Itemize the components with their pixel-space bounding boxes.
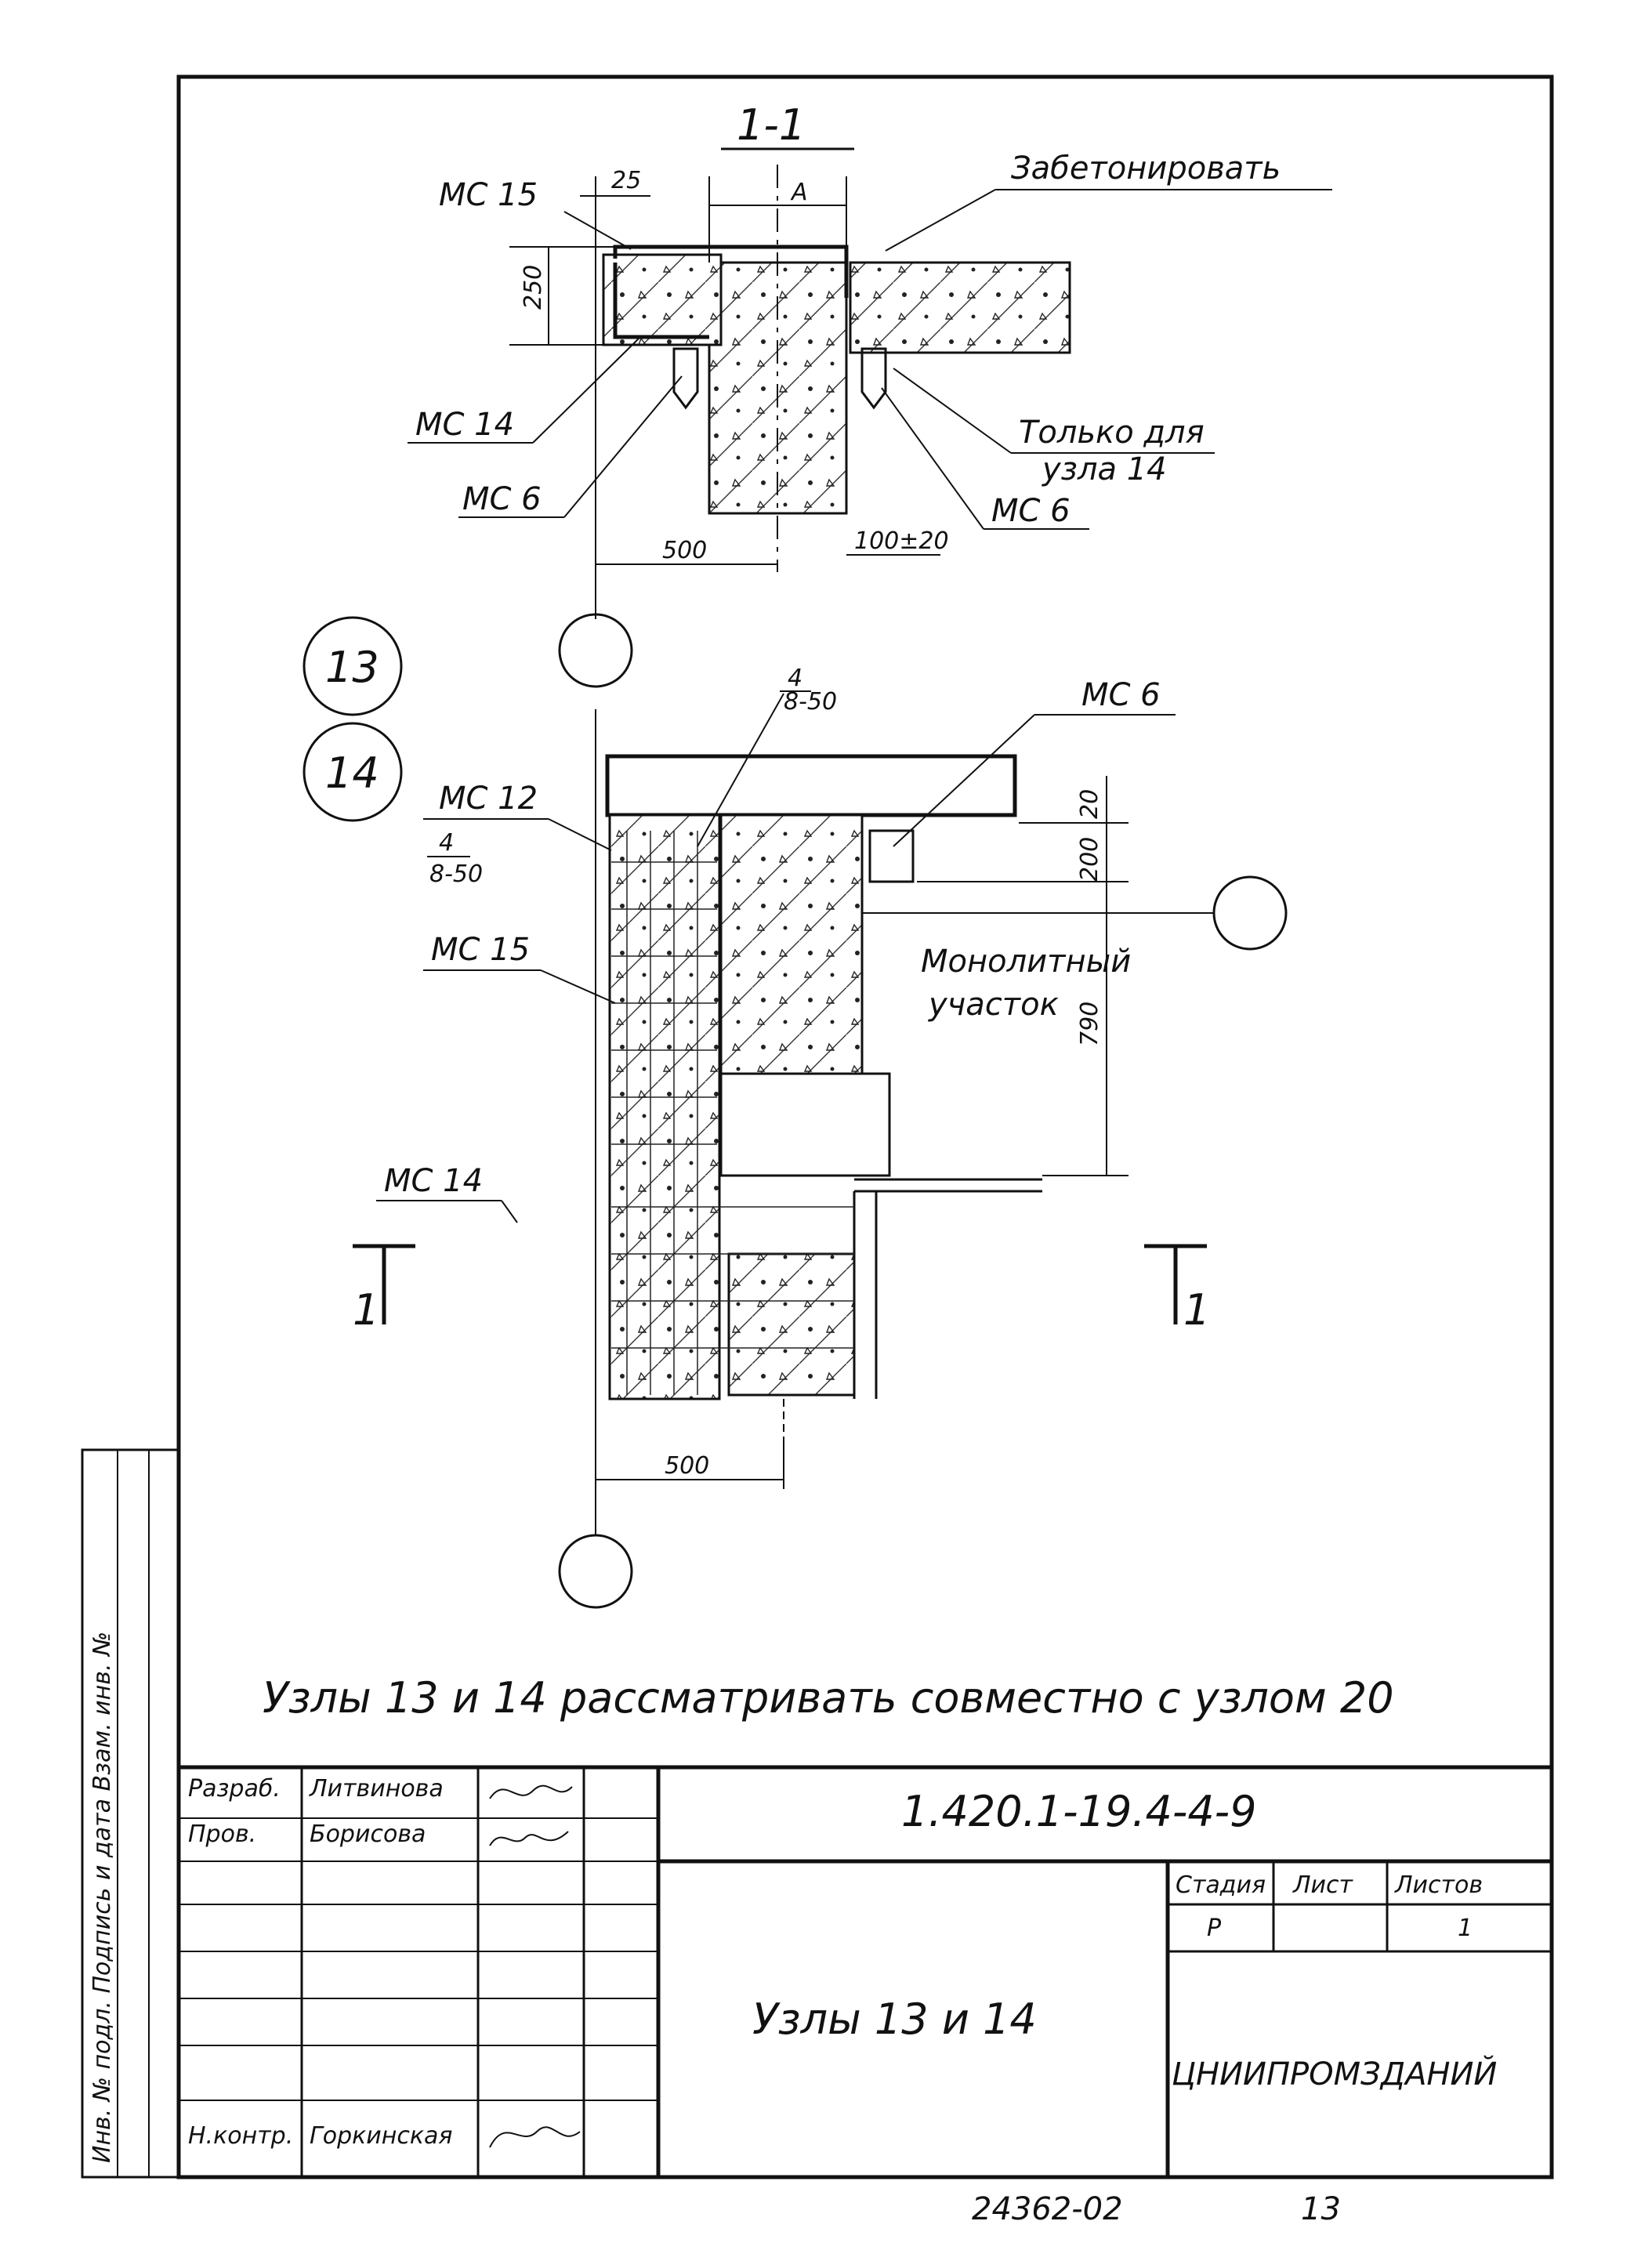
tb-role-3: Н.контр. — [188, 2122, 293, 2150]
label-only-for-line1: Только для — [1019, 415, 1205, 451]
dim-200: 200 — [1076, 837, 1103, 882]
signature-1 — [489, 1784, 573, 1799]
label-ms14-section: МС 14 — [415, 407, 514, 443]
axis-bubble-plan-right — [1212, 875, 1288, 951]
ms6-left-plate — [672, 347, 699, 410]
plan-view: 4 8-50 МС 6 МС 12 4 8-50 МС 15 20 200 Мо… — [353, 665, 1288, 1609]
footer-code: 24362-02 — [972, 2191, 1123, 2227]
tb-name-1: Литвинова — [309, 1775, 444, 1803]
axis-bubble-section — [558, 613, 633, 688]
label-rebar-top-sub: 8-50 — [784, 688, 837, 716]
dim-250: 250 — [520, 265, 547, 310]
section-title: 1-1 — [737, 100, 806, 150]
leader-ms6-left — [563, 375, 683, 518]
dim-100: 100±20 — [854, 527, 949, 555]
signature-3 — [489, 2126, 581, 2148]
rebar-grid — [611, 831, 854, 1395]
side-stamp: Инв. № подл. Подпись и дата Взам. инв. № — [81, 1448, 180, 2179]
leader-concrete — [885, 189, 996, 252]
label-rebar-left-sub: 8-50 — [429, 861, 483, 888]
section-view: 1-1 МС 15 25 250 А Забетонировать МС 14 — [408, 100, 1332, 688]
tb-sheet-header: Лист — [1292, 1871, 1354, 1899]
tb-stage-header: Стадия — [1176, 1871, 1266, 1899]
dim-a: А — [790, 179, 808, 206]
label-concrete-note: Забетонировать — [1011, 150, 1281, 187]
axis-bubble-plan-bottom — [558, 1534, 633, 1609]
footer-page: 13 — [1301, 2191, 1341, 2227]
monolith-zone-box — [719, 1072, 891, 1177]
node-marker-14 — [303, 722, 403, 822]
tb-sheets-value: 1 — [1458, 1915, 1473, 1942]
tb-name-3: Горкинская — [310, 2122, 452, 2150]
label-only-for-line2: узла 14 — [1042, 451, 1167, 487]
section-cut-right: 1 — [1144, 1244, 1210, 1335]
label-ms14-plan: МС 14 — [384, 1163, 483, 1199]
label-rebar-top: 4 — [788, 665, 802, 692]
label-monolith-line2: участок — [928, 987, 1059, 1023]
wall-strip — [608, 813, 721, 1400]
node-marker-14-label: 14 — [325, 748, 379, 798]
node-marker-13 — [303, 616, 403, 716]
dim-25: 25 — [611, 167, 641, 194]
leader-rebar-top — [697, 693, 784, 847]
dim-20: 20 — [1076, 789, 1103, 819]
ms15-plate-outline — [613, 245, 849, 298]
label-monolith-line1: Монолитный — [921, 944, 1131, 980]
label-ms15-top: МС 15 — [439, 177, 538, 213]
dim-500-plan: 500 — [665, 1452, 709, 1480]
label-ms12: МС 12 — [439, 781, 538, 817]
dim-500-section: 500 — [662, 537, 707, 564]
cut-left-label: 1 — [353, 1285, 379, 1335]
tb-role-2: Пров. — [188, 1821, 256, 1848]
ms6-right-plate — [860, 347, 887, 410]
cut-right-label: 1 — [1183, 1285, 1210, 1335]
tb-sheets-header: Листов — [1394, 1871, 1483, 1899]
label-rebar-left: 4 — [439, 829, 454, 857]
tb-designation: 1.420.1-19.4-4-9 — [901, 1787, 1257, 1836]
label-ms6-plan: МС 6 — [1081, 677, 1161, 713]
column-plan — [719, 813, 864, 1075]
leader-ms6-plan — [893, 714, 1035, 847]
label-ms6-left: МС 6 — [462, 481, 542, 517]
leader-ms14 — [532, 338, 639, 444]
leader-ms15 — [563, 211, 632, 250]
leader-ms12 — [548, 818, 612, 851]
leader-ms6-right — [881, 387, 984, 530]
leader-only-for — [893, 368, 1012, 454]
tb-stage-value: Р — [1207, 1915, 1222, 1942]
node-marker-13-label: 13 — [325, 643, 379, 692]
left-crossbar — [602, 253, 723, 346]
tb-organization: ЦНИИПРОМЗДАНИЙ — [1172, 2055, 1497, 2092]
leader-ms15-plan — [540, 969, 616, 1004]
slab-edge — [605, 754, 1017, 817]
label-ms15-plan: МС 15 — [431, 932, 530, 968]
ms6-plate-plan — [868, 829, 915, 883]
column-plan-lower — [727, 1252, 856, 1397]
section-cut-left: 1 — [353, 1244, 415, 1335]
drawing-note: Узлы 13 и 14 рассматривать совместно с у… — [263, 1673, 1394, 1723]
tb-role-1: Разраб. — [188, 1775, 281, 1803]
ms15-embedded — [613, 263, 709, 339]
leader-ms14-plan — [501, 1200, 518, 1223]
side-stamp-text: Инв. № подл. Подпись и дата Взам. инв. № — [89, 1632, 116, 2163]
label-ms6-right: МС 6 — [991, 493, 1071, 529]
tb-name-2: Борисова — [310, 1821, 426, 1848]
signature-2 — [489, 1831, 569, 1846]
right-slab — [849, 261, 1071, 354]
node-markers: 13 14 — [303, 616, 403, 822]
tb-sheet-title: Узлы 13 и 14 — [752, 1995, 1037, 2044]
title-block: Разраб. Литвинова Пров. Борисова Н.контр… — [176, 1765, 1554, 2179]
dim-790: 790 — [1076, 1002, 1103, 1046]
